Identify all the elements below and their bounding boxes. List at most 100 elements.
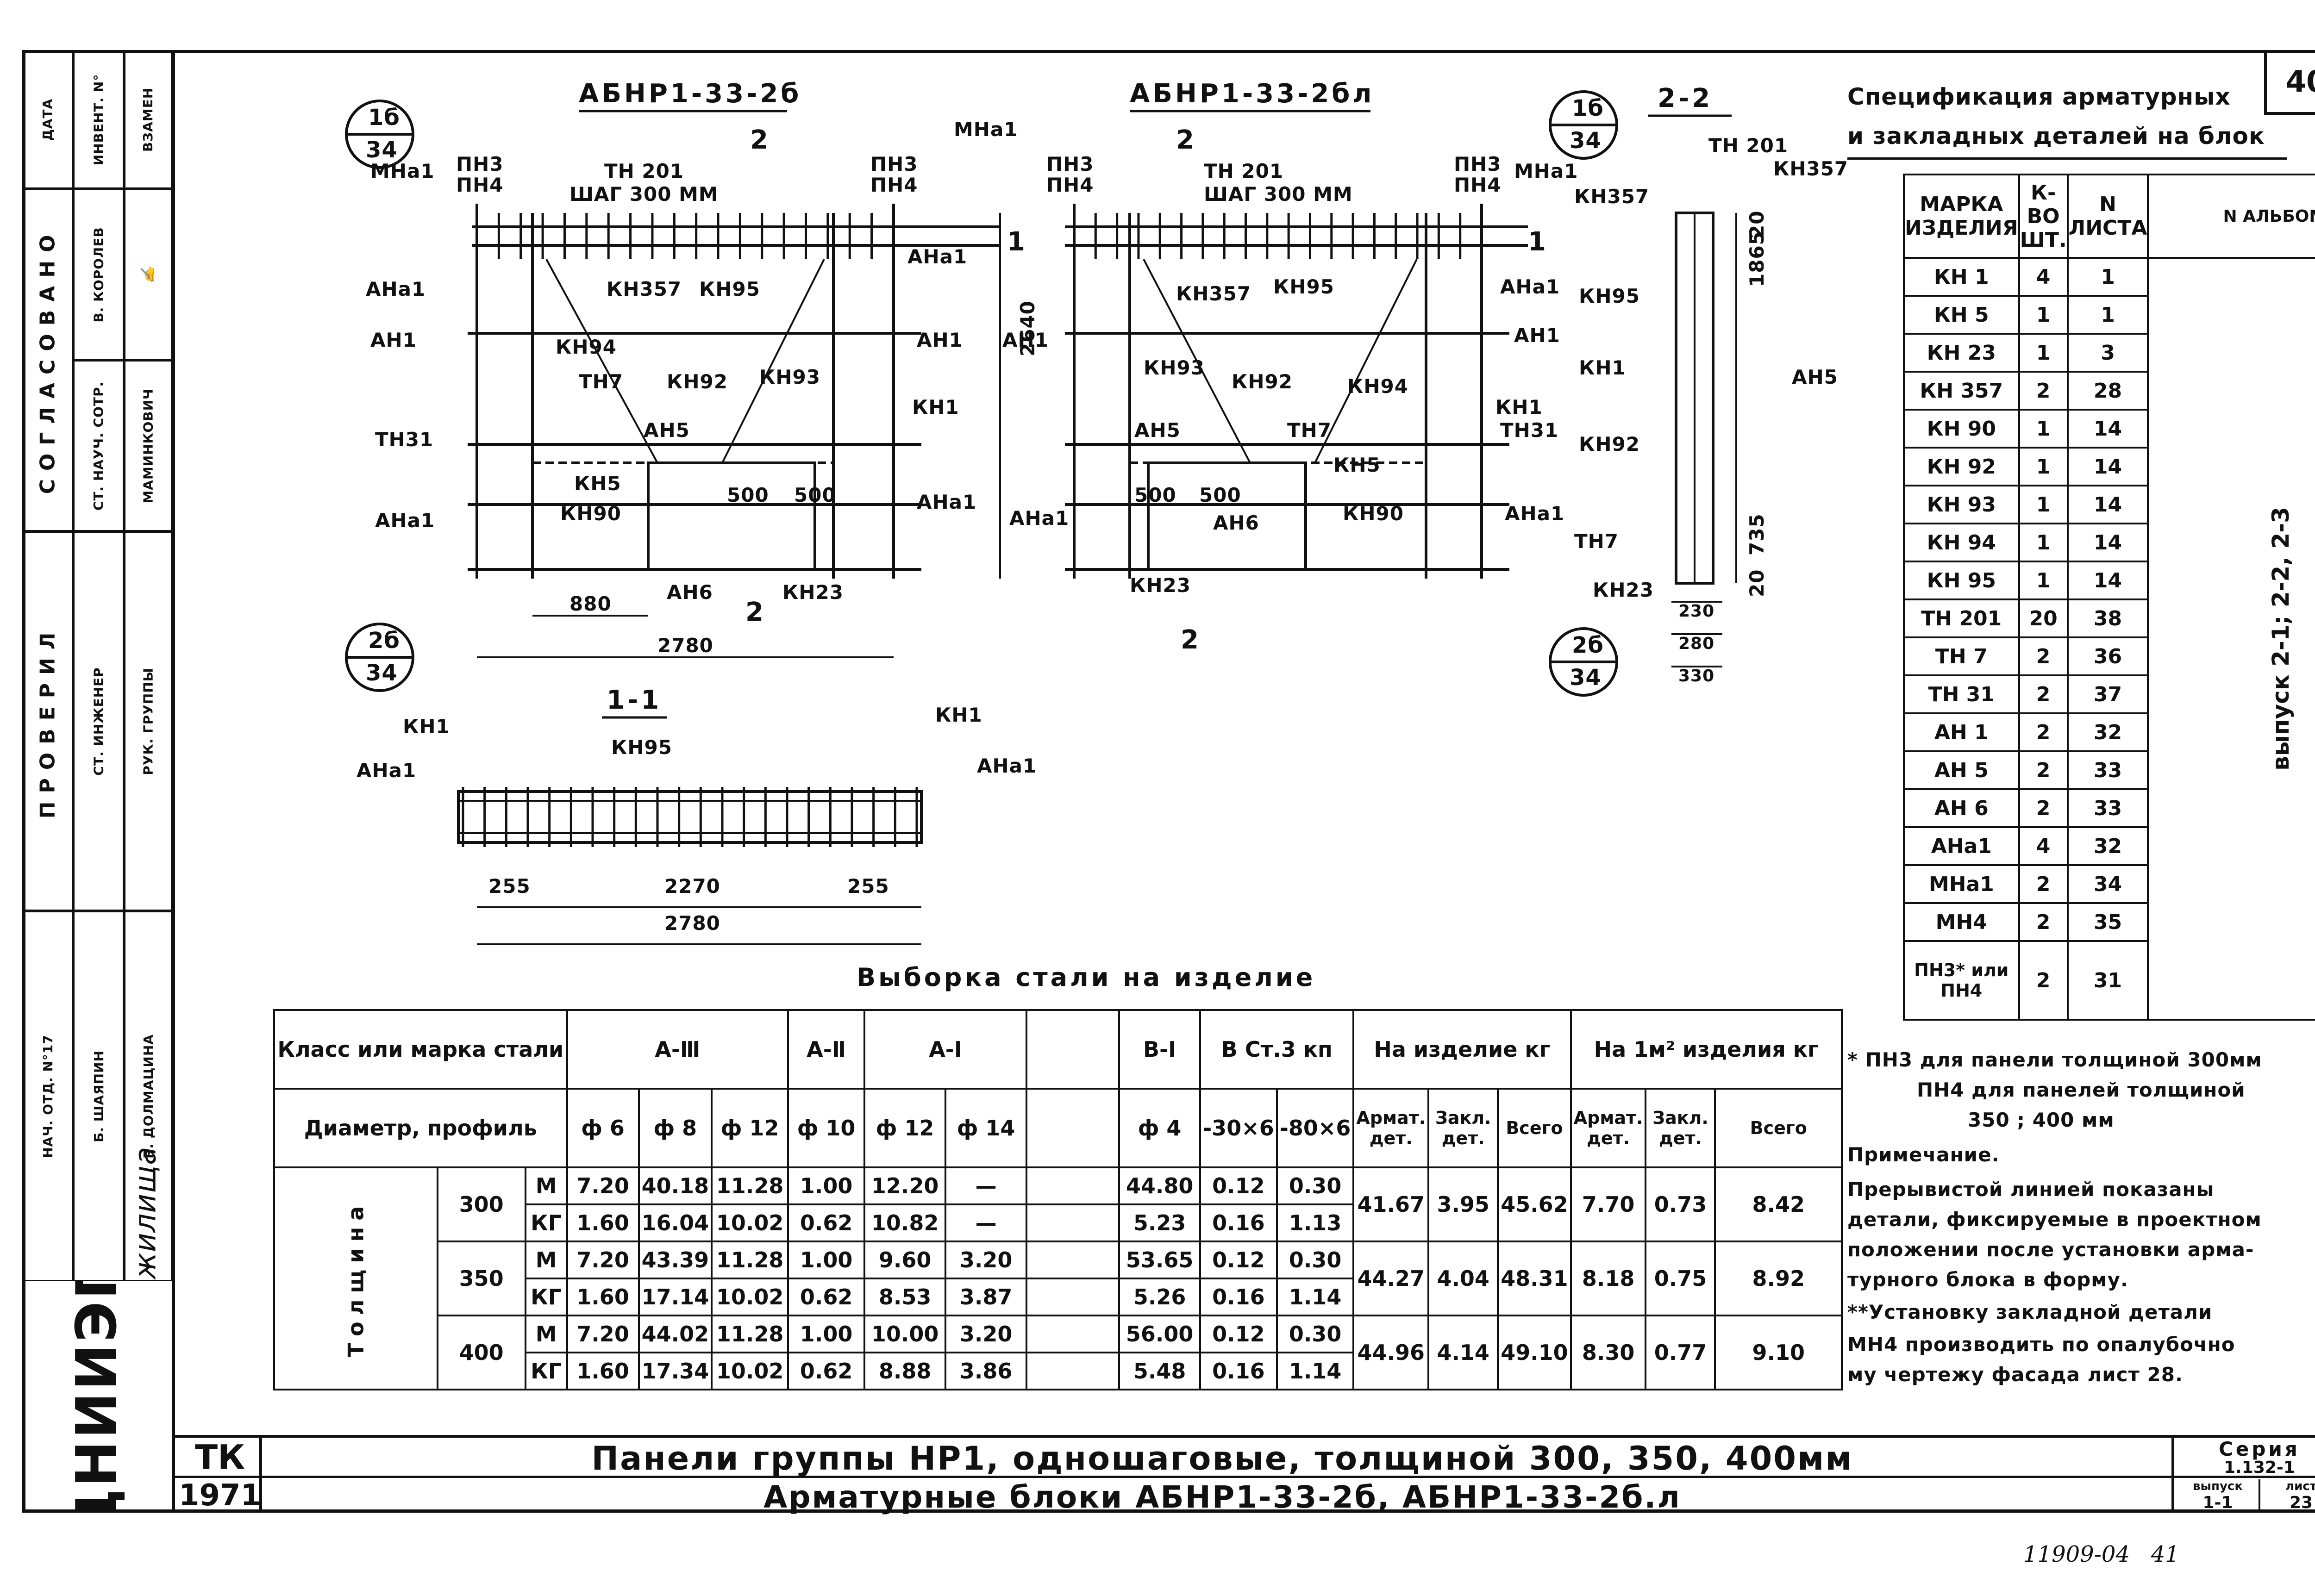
v2-label-an6: АН6 [1213,511,1259,534]
tb-tk: ТК [195,1438,245,1477]
callout-tr-num: 1б [1572,95,1604,121]
sec22-dim-20-bottom: 20 [1746,569,1768,597]
steel-cell: 1.60 [566,1203,640,1242]
steel-cell: 7.20 [566,1166,640,1205]
spec-cell: ПН3* или ПН4 [1903,940,2020,1021]
steel-total: 8.30 [1570,1315,1647,1390]
steel-total: 3.95 [1427,1166,1499,1242]
stamp-names-col: Б. ШАЯПИН [73,911,124,1281]
v2-diag-kn93 [1143,259,1251,463]
v1-label-tn31: ТН31 [375,428,434,451]
steel-cell: 44.80 [1118,1166,1201,1205]
steel-cell: 1.60 [566,1278,640,1316]
v1-dim-880: 880 [569,592,612,615]
view1-title: АБНР1-33-2б [579,79,802,109]
steel-table: Класс или марка стали А-Ⅲ А-Ⅱ А-Ⅰ В-Ⅰ В … [273,1009,1843,1390]
spec-cell: 1 [2018,561,2069,600]
spec-cell: 1 [2018,485,2069,524]
steel-subhead: Закл. дет. [1645,1088,1716,1168]
bottom-note: 11909-04 41 [2023,1541,2179,1567]
tb-v3 [2259,1479,2260,1513]
sec11-label-kn95: КН95 [611,736,672,759]
spec-cell: КН 90 [1903,409,2020,449]
v1-label-an1: АН1 [370,329,417,351]
stamp-names-col: Р. ДОЛМАЦИНА [124,911,172,1281]
v1-label-kn95: КН95 [699,278,760,300]
steel-diam: -30×6 [1199,1088,1278,1168]
spec-cell: 1 [2066,257,2149,297]
spec-cell: 33 [2066,788,2149,828]
steel-diam: ф 6 [566,1088,640,1168]
spec-cell: 20 [2018,598,2069,638]
v1-label-ana1-br: АНа1 [917,491,977,513]
v1-label-ana1-b: АНа1 [375,509,435,532]
sec11-outline [457,790,923,844]
section-mark-2-v2-bottom: 2 [1181,625,1201,655]
spec-cell: 1 [2018,333,2069,373]
steel-h-vst: В Ст.3 кп [1199,1009,1355,1090]
steel-h-v1: В-Ⅰ [1118,1009,1201,1090]
steel-cell: 11.28 [711,1166,789,1205]
v1-label-tn201: ТН 201 [604,160,684,182]
spec-cell: 2 [2018,940,2069,1021]
steel-cell: 1.13 [1276,1203,1355,1242]
spec-cell: 36 [2066,636,2149,676]
spec-cell: 14 [2066,409,2149,449]
v1-label-kn1: КН1 [912,396,959,418]
sec11-dim-2780: 2780 [664,912,720,935]
spec-cell: АНа1 [1903,826,2020,866]
v1-label-kn92: КН92 [667,370,728,393]
sec11-label-kn1-r: КН1 [935,704,982,726]
steel-cell: 0.62 [787,1203,866,1242]
v2-label-tn7: ТН7 [1287,419,1332,442]
v2-diag-kn94 [1314,259,1418,463]
v1-label-an6: АН6 [667,581,713,604]
spec-h-album: N АЛЬБОМА [2147,174,2315,259]
steel-cell: 0.16 [1199,1203,1278,1242]
steel-cell: 53.65 [1118,1241,1201,1279]
v1-label-500a: 500 [727,484,769,506]
steel-cell [1026,1278,1120,1316]
spec-cell: 1 [2066,295,2149,335]
sec22-label-kn357: КН357 [1574,185,1650,208]
spec-cell: ТН 201 [1903,598,2020,638]
spec-cell: 14 [2066,485,2149,524]
sec22-label-an5: АН5 [1792,366,1838,388]
v1-label-500b: 500 [794,484,836,506]
v1-diag-kn93 [721,259,825,463]
steel-cell: 11.28 [711,1315,789,1353]
steel-cell [1026,1315,1120,1353]
steel-cell: 11.28 [711,1241,789,1279]
spec-cell: 34 [2066,864,2149,904]
v1-label-pn4: ПН4 [456,174,504,196]
steel-cell: 9.60 [863,1241,947,1279]
spec-cell: 14 [2066,447,2149,486]
steel-diam: -80×6 [1276,1088,1355,1168]
v2-label-pn4-r: ПН4 [1454,174,1502,196]
steel-cell: 10.02 [711,1203,789,1242]
steel-cell: 5.23 [1118,1203,1201,1242]
spec-album-note: выпуск 2-1; 2-2, 2-3 [2267,507,2295,771]
steel-total: 8.42 [1714,1166,1843,1242]
steel-cell: — [945,1166,1028,1205]
steel-cell: 0.30 [1276,1315,1355,1353]
tb-issue-label: выпуск [2193,1479,2243,1493]
steel-diam: ф 14 [945,1088,1028,1168]
steel-thickness-value: 400 [436,1315,526,1390]
v2-label-kn1: КН1 [1495,396,1543,418]
spec-cell: МН4 [1903,902,2020,942]
steel-total: 4.04 [1427,1241,1499,1316]
spec-cell: 4 [2018,257,2069,297]
spec-cell: 2 [2018,788,2069,828]
callout-tl-den: 34 [366,137,398,163]
stamp-role-cell: В. КОРОЛЕВ [73,189,124,360]
sec22-dim-735: 735 [1746,513,1768,555]
